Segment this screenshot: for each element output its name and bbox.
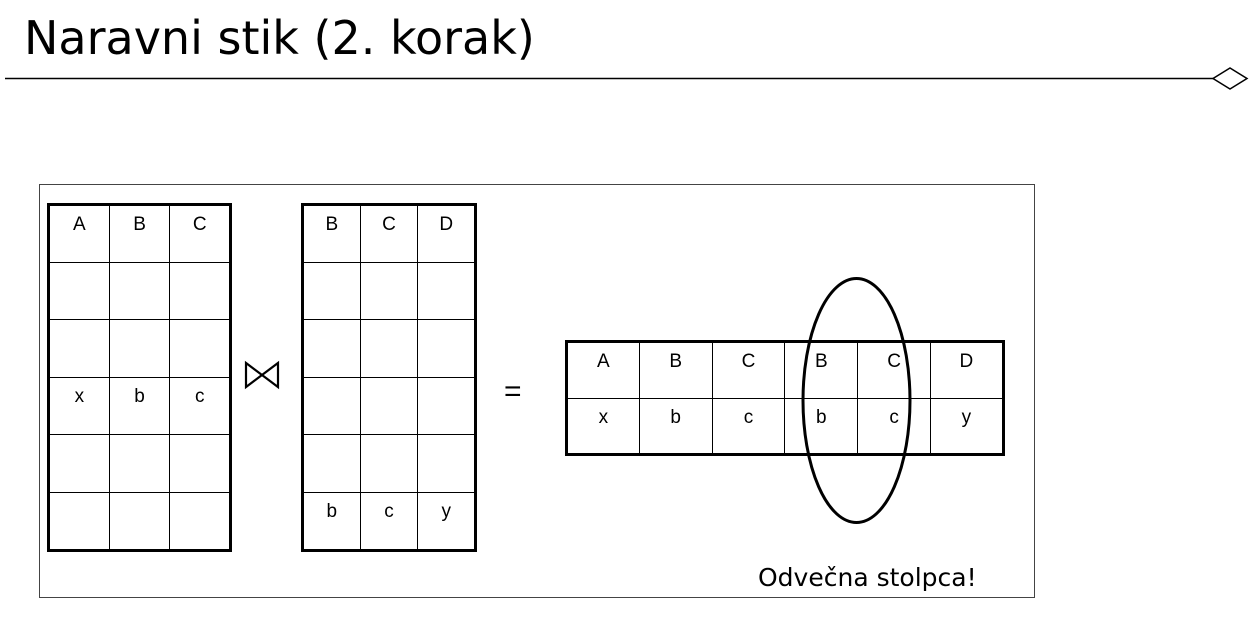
table-cell [108, 491, 171, 551]
table-cell [417, 434, 477, 493]
natural-join-icon: ⋈ [244, 360, 280, 390]
equals-sign: = [504, 375, 522, 408]
column-header: A [48, 204, 110, 263]
table-cell: x [48, 376, 110, 436]
column-header: B [302, 204, 361, 263]
table-header-row: B C D [302, 204, 477, 263]
table-row [302, 319, 477, 378]
result-relation-table: A B C B C D x b c b c y [565, 340, 1005, 456]
table-row: b c y [302, 491, 477, 551]
table-cell: x [566, 397, 640, 455]
column-header: B [108, 204, 171, 263]
slide-title: Naravni stik (2. korak) [24, 11, 535, 65]
table-cell: c [359, 491, 419, 551]
table-row [302, 434, 477, 493]
right-relation-table: B C D b c y [301, 203, 478, 552]
table-cell [169, 434, 232, 493]
column-header: B [784, 341, 859, 399]
table-cell: y [417, 491, 477, 551]
diagram-frame [39, 184, 1035, 598]
table-cell [359, 261, 419, 321]
table-cell [302, 319, 361, 378]
table-header-row: A B C [48, 204, 232, 263]
table-cell [169, 261, 232, 321]
diamond-icon [1211, 67, 1249, 90]
table-row: x b c b c y [566, 397, 1004, 455]
table-cell [48, 261, 110, 321]
table-row: x b c [48, 376, 232, 436]
table-cell [302, 261, 361, 321]
table-cell [417, 261, 477, 321]
highlight-ellipse [801, 277, 912, 524]
table-cell [302, 376, 361, 436]
column-header: D [929, 341, 1004, 399]
table-cell: c [857, 397, 931, 455]
table-row [302, 261, 477, 321]
table-cell [108, 261, 171, 321]
table-cell [108, 319, 171, 378]
table-cell: b [638, 397, 713, 455]
table-cell [169, 491, 232, 551]
column-header: B [638, 341, 713, 399]
column-header: C [169, 204, 232, 263]
table-cell [417, 319, 477, 378]
table-cell [48, 434, 110, 493]
table-cell: y [929, 397, 1004, 455]
table-row [48, 491, 232, 551]
table-cell [48, 319, 110, 378]
table-cell [302, 434, 361, 493]
table-cell [359, 319, 419, 378]
column-header: D [417, 204, 477, 263]
table-cell [108, 434, 171, 493]
table-cell: c [169, 376, 232, 436]
left-relation-table: A B C x b c [47, 203, 233, 552]
table-cell [359, 434, 419, 493]
table-row [48, 261, 232, 321]
table-row [302, 376, 477, 436]
table-row [48, 319, 232, 378]
column-header: A [566, 341, 640, 399]
column-header: C [857, 341, 931, 399]
column-header: C [359, 204, 419, 263]
table-cell: c [711, 397, 786, 455]
column-header: C [711, 341, 786, 399]
redundant-columns-caption: Odvečna stolpca! [758, 563, 977, 592]
table-cell [48, 491, 110, 551]
title-rule [5, 67, 1249, 90]
table-cell [169, 319, 232, 378]
table-cell: b [108, 376, 171, 436]
table-cell: b [302, 491, 361, 551]
table-row [48, 434, 232, 493]
table-cell [359, 376, 419, 436]
table-cell [417, 376, 477, 436]
table-header-row: A B C B C D [566, 341, 1004, 399]
